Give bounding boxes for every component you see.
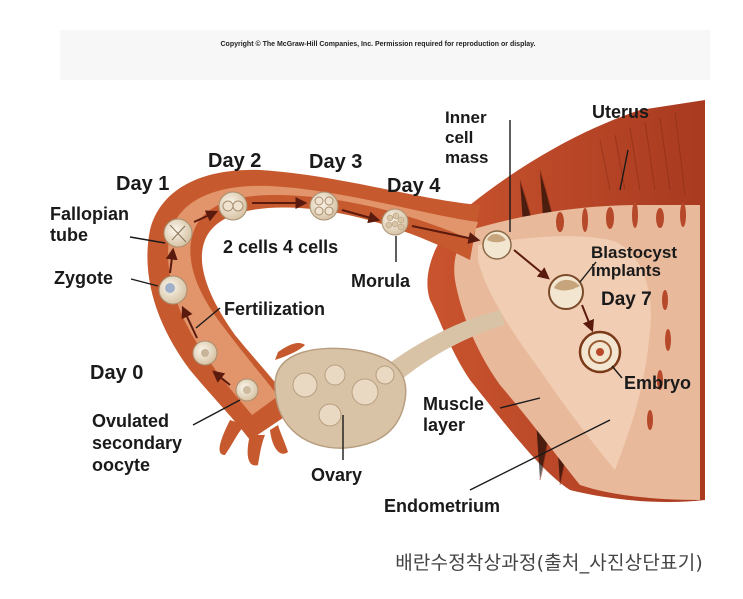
header-band bbox=[60, 30, 710, 80]
label-day3: Day 3 bbox=[309, 151, 362, 173]
uterine-cavity bbox=[478, 236, 651, 470]
label-inner-cell-mass-line2: cell bbox=[445, 128, 473, 147]
label-muscle-layer-line2: layer bbox=[423, 415, 465, 435]
diagram-labels: Day 1 Day 2 Day 3 Day 4 Day 0 Day 7 Fall… bbox=[50, 102, 691, 516]
ovary bbox=[274, 347, 407, 449]
ovulated-oocyte bbox=[235, 378, 259, 402]
ovarian-ligament bbox=[380, 310, 505, 385]
movement-arrows bbox=[165, 197, 595, 386]
copyright-text: Copyright © The McGraw-Hill Companies, I… bbox=[220, 40, 535, 48]
label-day2: Day 2 bbox=[208, 150, 261, 172]
label-fallopian-tube-line2: tube bbox=[50, 225, 88, 245]
label-embryo: Embryo bbox=[624, 373, 691, 393]
label-day7: Day 7 bbox=[601, 289, 652, 310]
label-day4: Day 4 bbox=[387, 175, 441, 197]
label-oocyte-line1: Ovulated bbox=[92, 411, 169, 431]
label-uterus: Uterus bbox=[592, 102, 649, 122]
image-caption: 배란수정착상과정(출처_사진상단표기) bbox=[395, 552, 703, 574]
blastocyst-implanting bbox=[548, 274, 584, 310]
label-fertilization: Fertilization bbox=[224, 299, 325, 319]
endometrial-glands bbox=[556, 202, 686, 430]
label-oocyte-line2: secondary bbox=[92, 433, 182, 453]
label-inner-cell-mass-line1: Inner bbox=[445, 108, 487, 127]
label-morula: Morula bbox=[351, 271, 411, 291]
cell-2cell bbox=[218, 191, 248, 221]
leader-lines bbox=[129, 120, 629, 491]
embryo-implanted bbox=[578, 330, 622, 374]
blastocyst-day4 bbox=[482, 230, 512, 260]
label-day0: Day 0 bbox=[90, 362, 143, 384]
label-zygote: Zygote bbox=[54, 268, 113, 288]
label-fallopian-tube-line1: Fallopian bbox=[50, 204, 129, 224]
label-day1: Day 1 bbox=[116, 173, 169, 195]
label-inner-cell-mass-line3: mass bbox=[445, 148, 488, 167]
cell-4cell bbox=[309, 191, 339, 221]
label-blastocyst-line2: implants bbox=[591, 261, 661, 280]
label-endometrium: Endometrium bbox=[384, 496, 500, 516]
label-cell-counts: 2 cells 4 cells bbox=[223, 237, 338, 257]
label-muscle-layer-line1: Muscle bbox=[423, 394, 484, 414]
morula-cell bbox=[381, 208, 409, 236]
zygote-cell bbox=[158, 275, 188, 305]
cell-day1 bbox=[163, 218, 193, 248]
cell-day0 bbox=[192, 340, 218, 366]
label-oocyte-line3: oocyte bbox=[92, 455, 150, 475]
label-blastocyst-line1: Blastocyst bbox=[591, 243, 677, 262]
label-ovary: Ovary bbox=[311, 465, 362, 485]
tube-lumen bbox=[168, 185, 478, 415]
